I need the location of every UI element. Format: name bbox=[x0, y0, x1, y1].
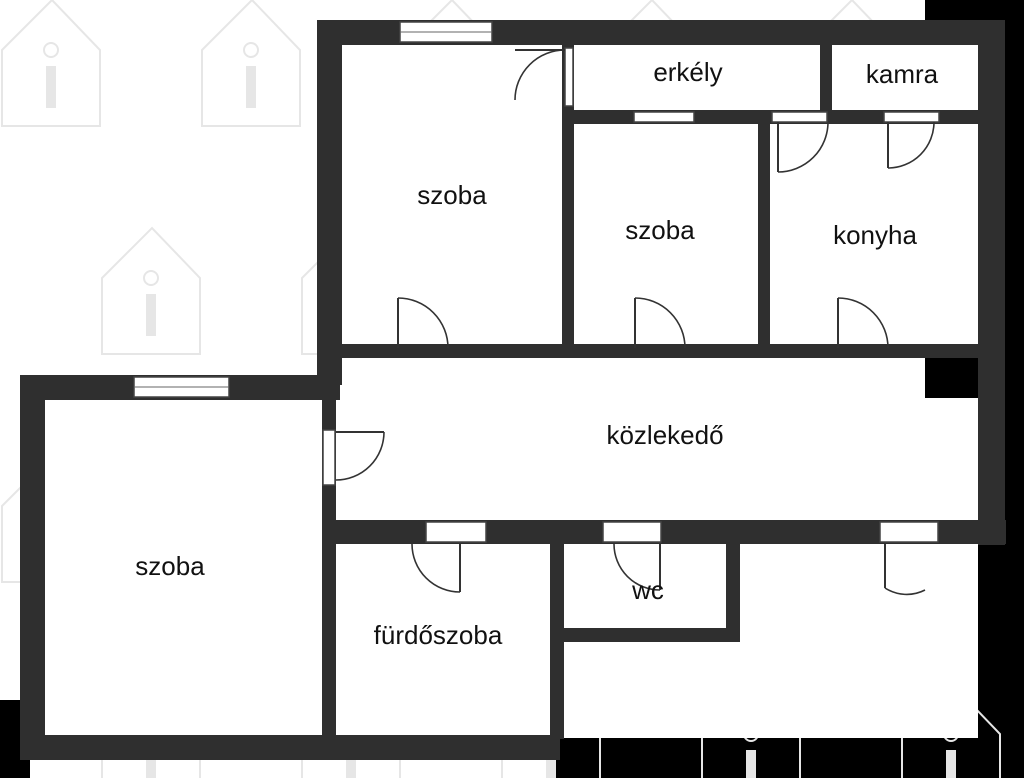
room-label-kamra: kamra bbox=[866, 59, 939, 89]
room-label-kozlekedo: közlekedő bbox=[606, 420, 723, 450]
room-label-szoba: szoba bbox=[625, 215, 695, 245]
room-label-erkely: erkély bbox=[653, 57, 722, 87]
room-label-szoba: szoba bbox=[135, 551, 205, 581]
room-label-szoba: szoba bbox=[417, 180, 487, 210]
floor bbox=[43, 398, 978, 738]
room-label-furdoszoba: fürdőszoba bbox=[374, 620, 503, 650]
house-info-icon bbox=[1, 0, 101, 127]
house-info-icon bbox=[201, 0, 301, 127]
floor bbox=[340, 45, 980, 355]
room-label-wc: wc bbox=[631, 575, 664, 605]
doors bbox=[335, 49, 935, 596]
room-label-konyha: konyha bbox=[833, 220, 917, 250]
house-info-icon bbox=[101, 226, 201, 355]
windows bbox=[133, 21, 940, 543]
